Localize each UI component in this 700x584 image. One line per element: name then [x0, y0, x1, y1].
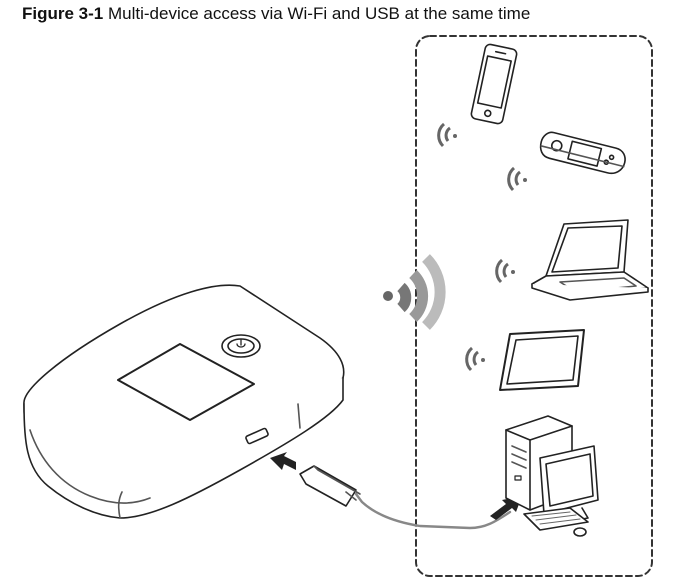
desktop-computer-icon [505, 415, 599, 537]
wifi-signal-icon [507, 166, 527, 192]
laptop-icon [531, 219, 649, 301]
figure-number: Figure 3-1 [22, 4, 104, 23]
handheld-game-console-icon [539, 131, 626, 175]
usb-cable-icon [299, 465, 512, 530]
figure-title: Multi-device access via Wi-Fi and USB at… [107, 4, 531, 23]
wifi-signal-icon [495, 258, 515, 284]
wifi-signal-icon [437, 122, 457, 148]
portable-wifi-router-icon [23, 284, 345, 519]
wifi-signal-icon [465, 346, 485, 372]
smartphone-icon [470, 43, 518, 125]
usb-insert-arrow-icon [270, 452, 296, 470]
figure-caption: Figure 3-1 Multi-device access via Wi-Fi… [22, 4, 530, 24]
wifi-signal-icon [383, 254, 446, 330]
tablet-icon [499, 329, 585, 391]
